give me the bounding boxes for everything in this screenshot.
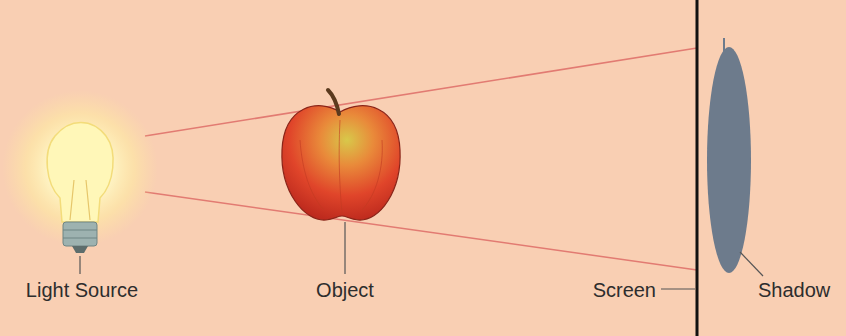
screen-line xyxy=(696,0,699,336)
apple-stripes xyxy=(300,120,382,214)
apple-stem xyxy=(328,90,339,114)
light-ray xyxy=(145,48,697,136)
part-label: Screen xyxy=(593,278,656,302)
light-ray xyxy=(145,192,697,270)
part-label: Light Source xyxy=(26,278,138,302)
bulb-glow xyxy=(2,90,158,246)
leader-line xyxy=(79,256,80,274)
label-holder: Screen xyxy=(593,278,656,302)
leader-line xyxy=(344,222,345,274)
shadow xyxy=(707,47,751,273)
leader-line xyxy=(661,288,695,289)
part-label: Shadow xyxy=(758,278,830,302)
label-holder: Light Source xyxy=(26,278,138,302)
bulb-thread xyxy=(63,230,97,238)
bulb-filament xyxy=(70,180,90,220)
bulb-glass xyxy=(47,123,113,223)
leader-line xyxy=(740,252,763,276)
apple xyxy=(282,106,400,220)
bulb-tip xyxy=(72,246,88,253)
bulb-base xyxy=(63,222,97,246)
label-holder: Shadow xyxy=(758,278,830,302)
part-label: Object xyxy=(316,278,374,302)
label-holder: Object xyxy=(316,278,374,302)
